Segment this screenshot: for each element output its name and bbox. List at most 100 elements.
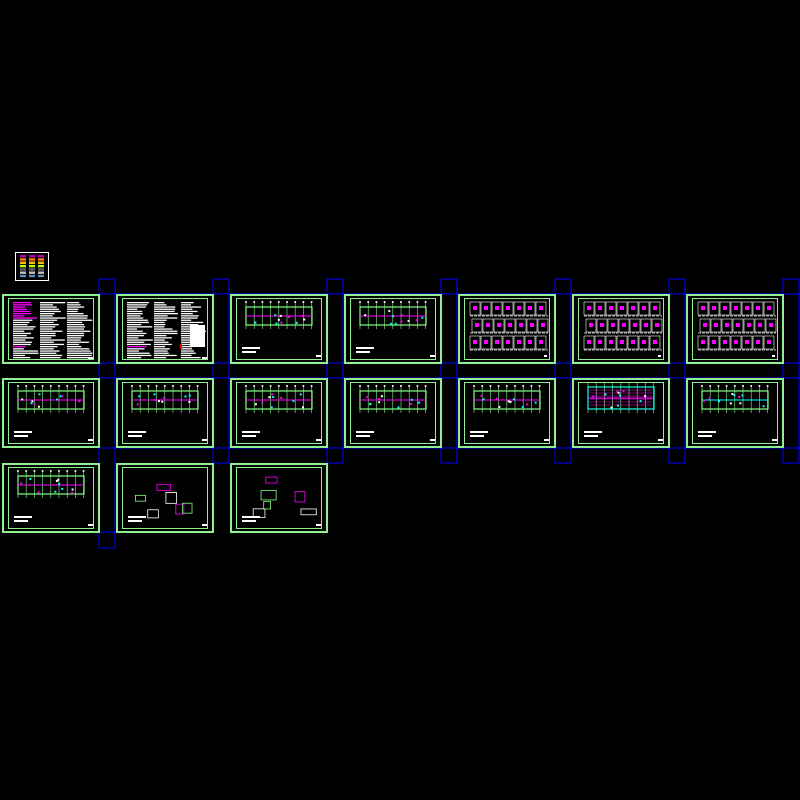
axis-bubble bbox=[709, 385, 712, 387]
detail-cell bbox=[730, 335, 742, 350]
notes-text bbox=[242, 351, 256, 353]
legend-swatch bbox=[38, 274, 44, 278]
legend-swatch bbox=[29, 255, 35, 258]
member-mark bbox=[54, 490, 57, 493]
detail-cell bbox=[493, 318, 505, 333]
title-block bbox=[658, 355, 661, 357]
viewport-frame bbox=[326, 278, 344, 464]
member-mark bbox=[610, 406, 613, 409]
drawing-sheet[interactable] bbox=[344, 294, 442, 364]
title-block bbox=[88, 439, 93, 441]
member-mark bbox=[254, 403, 257, 406]
drawing-sheet[interactable] bbox=[458, 378, 556, 448]
axis-bubble bbox=[25, 470, 28, 472]
member-mark bbox=[188, 400, 191, 403]
axis-bubble bbox=[359, 301, 361, 303]
note-line bbox=[40, 326, 56, 328]
note-line bbox=[181, 321, 204, 324]
notes-text bbox=[14, 431, 32, 433]
note-line bbox=[13, 324, 28, 326]
note-line bbox=[181, 302, 194, 304]
axis-bubble bbox=[359, 385, 361, 387]
note-line bbox=[127, 310, 143, 313]
note-line bbox=[127, 306, 146, 308]
drawing-sheet[interactable] bbox=[230, 378, 328, 448]
axis-bubble bbox=[188, 385, 191, 387]
detail-cell bbox=[754, 318, 766, 333]
notes-text bbox=[356, 347, 374, 349]
member-mark bbox=[303, 318, 306, 321]
detail-cell bbox=[651, 318, 663, 333]
note-line bbox=[154, 328, 173, 330]
drawing-sheet[interactable] bbox=[2, 294, 100, 364]
drawing-sheet[interactable] bbox=[344, 378, 442, 448]
member-mark bbox=[57, 478, 60, 481]
note-line bbox=[40, 319, 58, 321]
drawing-sheet[interactable] bbox=[2, 463, 100, 533]
member-mark bbox=[378, 401, 381, 404]
title-block bbox=[430, 439, 435, 441]
column-section bbox=[497, 323, 501, 327]
member-mark bbox=[410, 398, 413, 401]
detail-cell bbox=[616, 335, 628, 350]
detail-cell bbox=[719, 301, 731, 316]
drawing-sheet[interactable] bbox=[572, 378, 670, 448]
note-line bbox=[40, 332, 56, 335]
column-section bbox=[600, 323, 604, 327]
legend-swatch bbox=[38, 264, 44, 268]
note-line bbox=[13, 337, 34, 339]
title-block bbox=[316, 524, 321, 526]
note-line bbox=[13, 352, 39, 354]
member-mark bbox=[731, 393, 734, 396]
sheet-content bbox=[356, 385, 435, 441]
detail-cell bbox=[616, 301, 628, 316]
drawing-sheet[interactable] bbox=[572, 294, 670, 364]
note-line bbox=[127, 319, 148, 321]
title-block bbox=[88, 524, 93, 526]
note-line bbox=[67, 310, 78, 313]
sheet-frame bbox=[464, 382, 550, 444]
legend-swatch bbox=[29, 274, 35, 278]
column-section bbox=[620, 306, 624, 310]
note-line bbox=[181, 310, 198, 313]
drawing-sheet[interactable] bbox=[116, 463, 214, 533]
member-mark bbox=[622, 389, 625, 392]
sheet-content bbox=[127, 302, 207, 359]
drawing-sheet[interactable] bbox=[116, 294, 214, 364]
member-mark bbox=[739, 402, 742, 405]
drawing-sheet[interactable] bbox=[2, 378, 100, 448]
axis-bubble bbox=[269, 301, 272, 303]
drawing-sheet[interactable] bbox=[458, 294, 556, 364]
member-mark bbox=[163, 396, 166, 399]
column-section bbox=[712, 340, 716, 344]
member-mark bbox=[288, 315, 291, 318]
column-section bbox=[714, 323, 718, 327]
note-line bbox=[154, 335, 167, 337]
column-section bbox=[631, 340, 635, 344]
detail-cell bbox=[469, 301, 481, 316]
sheet-frame bbox=[578, 382, 664, 444]
member-mark bbox=[184, 395, 187, 398]
note-line bbox=[67, 357, 91, 359]
drawing-sheet[interactable] bbox=[230, 294, 328, 364]
notes-text bbox=[242, 516, 260, 518]
axis-bubble bbox=[261, 385, 264, 387]
sheet-frame bbox=[236, 298, 322, 360]
column-section bbox=[655, 323, 659, 327]
notes-text bbox=[242, 347, 260, 349]
drawing-sheet[interactable] bbox=[230, 463, 328, 533]
drawing-sheet[interactable] bbox=[686, 378, 784, 448]
axis-bubble bbox=[66, 385, 69, 387]
axis-bubble bbox=[41, 385, 44, 387]
note-line bbox=[13, 354, 25, 357]
column-section bbox=[609, 340, 613, 344]
column-section bbox=[747, 323, 751, 327]
section-detail bbox=[147, 509, 159, 519]
note-line bbox=[67, 339, 81, 341]
drawing-sheet[interactable] bbox=[686, 294, 784, 364]
note-line bbox=[67, 341, 89, 343]
drawing-sheet[interactable] bbox=[116, 378, 214, 448]
note-line bbox=[154, 310, 175, 313]
note-line bbox=[13, 308, 27, 310]
